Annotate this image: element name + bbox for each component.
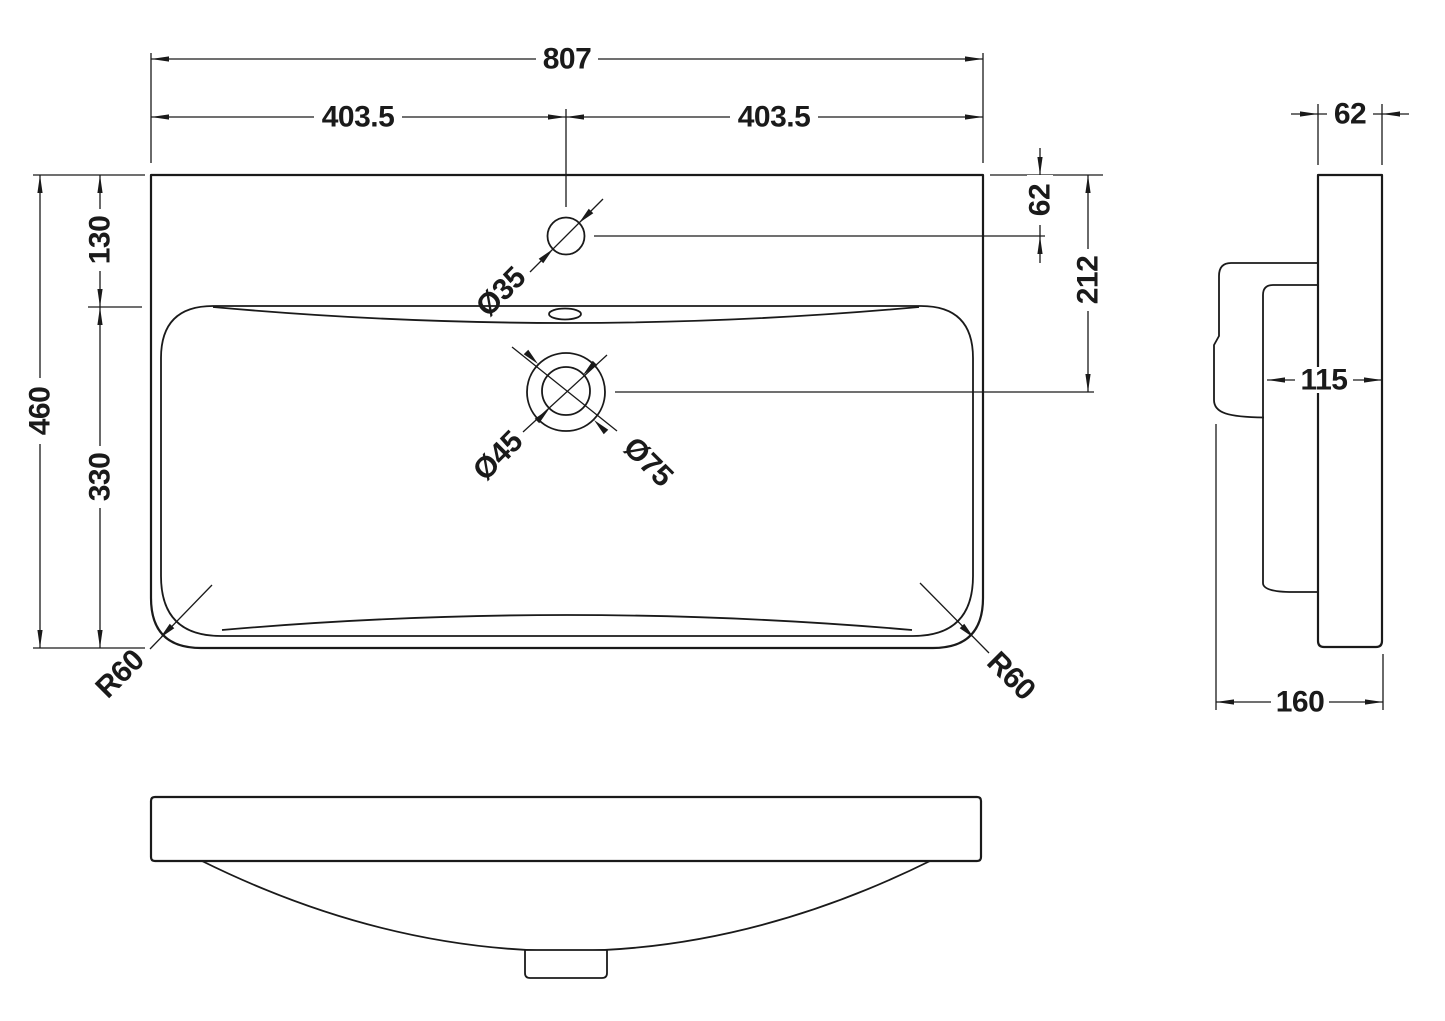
dim-width-right-half: 403.5 (566, 101, 983, 134)
basin-inner-bowl-outline (160, 305, 974, 637)
corner-radius-right-label: R60 (980, 645, 1041, 706)
dim-bowl-depth-label: 330 (84, 453, 117, 502)
waste-outlet-front (524, 949, 608, 979)
dim-depth-total: 460 (24, 175, 57, 648)
dim-bowl-front-depth-label: 115 (1301, 364, 1348, 397)
dim-tap-hole-offset-label: 62 (1024, 184, 1057, 216)
side-view: 62 115 160 (1213, 98, 1409, 719)
dim-width-total: 807 (151, 43, 983, 76)
dim-waste-offset-label: 212 (1072, 256, 1105, 305)
dim-bowl-front-depth: 115 (1267, 364, 1382, 397)
plan-view: Ø35 Ø75 Ø45 R60 (24, 43, 1105, 707)
rim-outer-profile (1213, 262, 1318, 419)
bowl-inner-profile (1262, 284, 1318, 593)
dim-depth-total-label: 460 (24, 387, 57, 436)
dim-waste-offset: 212 (1072, 175, 1105, 392)
dim-width-left-half-label: 403.5 (322, 101, 395, 134)
extension-lines (33, 53, 1103, 649)
dim-rim-to-bowl-label: 130 (84, 216, 117, 265)
basin-outer-outline (149, 173, 985, 650)
dim-tap-hole-offset: 62 (1024, 148, 1057, 263)
dim-overall-depth: 160 (1215, 424, 1384, 719)
waste-inner-dia-label: Ø45 (467, 425, 529, 487)
front-view (149, 795, 983, 979)
waste-hole-inner (541, 366, 591, 416)
tap-hole-dia-label: Ø35 (470, 261, 532, 323)
waste-inner-dia-leader: Ø45 (467, 354, 608, 487)
dim-rim-thickness-label: 62 (1334, 98, 1366, 131)
bowl-underside-curve (201, 860, 931, 952)
dim-rim-to-bowl: 130 (84, 175, 117, 307)
dim-bowl-depth: 330 (84, 307, 117, 648)
back-panel-outline (1316, 173, 1384, 649)
corner-radius-right-leader: R60 (919, 582, 1042, 707)
dim-width-total-label: 807 (543, 43, 592, 76)
waste-outer-dia-label: Ø75 (617, 431, 679, 493)
tap-hole-dia-leader: Ø35 (470, 198, 604, 323)
waste-hole-outer (526, 352, 606, 432)
dim-rim-thickness: 62 (1291, 98, 1409, 165)
bowl-bottom-curve (221, 614, 913, 631)
overflow-slot (548, 307, 582, 321)
tap-hole (546, 216, 586, 256)
rim-front-outline (149, 795, 983, 863)
dim-width-right-half-label: 403.5 (738, 101, 811, 134)
bowl-back-wall-curve (212, 306, 920, 324)
corner-radius-left-label: R60 (89, 643, 150, 704)
dim-width-left-half: 403.5 (151, 101, 566, 134)
dim-overall-depth-label: 160 (1276, 686, 1325, 719)
